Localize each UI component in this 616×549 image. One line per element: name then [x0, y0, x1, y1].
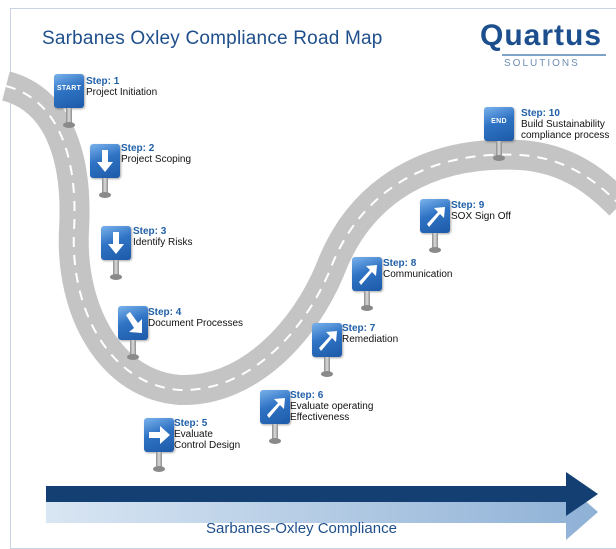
step-8: Step: 8 Communication — [383, 258, 452, 280]
arrow-up-right-icon — [260, 390, 290, 450]
step-description: Communication — [383, 269, 453, 280]
step-number: Step: 8 — [383, 258, 417, 269]
step-description: Project Initiation — [86, 87, 158, 98]
step-4: Step: 4 Document Processes — [148, 307, 243, 329]
step-number: Step: 1 — [86, 76, 120, 87]
step-number: Step: 10 — [521, 108, 560, 119]
step-number: Step: 2 — [121, 143, 155, 154]
step-description: Identify Risks — [133, 237, 193, 248]
step-description: Build Sustainability compliance process — [521, 119, 610, 141]
arrow-up-right-icon — [352, 257, 382, 317]
progress-arrow-dark — [46, 472, 598, 516]
step-1: Step: 1 Project Initiation — [86, 76, 157, 98]
arrow-right-icon — [144, 418, 174, 478]
logo-underline — [502, 54, 606, 56]
road-center-line — [5, 85, 616, 392]
start-sign-label: START — [56, 85, 82, 92]
step-description: Document Processes — [148, 318, 244, 329]
step-7: Step: 7 Remediation — [342, 323, 398, 345]
arrow-down-icon — [101, 226, 131, 286]
logo-wordmark: Quartus — [480, 19, 603, 52]
progress-arrow-light — [46, 484, 598, 540]
step-number: Step: 5 — [174, 418, 208, 429]
step-2: Step: 2 Project Scoping — [121, 143, 191, 165]
step-description: Project Scoping — [121, 154, 192, 165]
step-number: Step: 9 — [451, 200, 485, 211]
step-10: Step: 10 Build Sustainability compliance… — [521, 108, 609, 141]
footer-label: Sarbanes-Oxley Compliance — [206, 520, 397, 537]
quartus-logo: Quartus SOLUTIONS — [476, 20, 616, 72]
step-10-end-sign: END — [484, 107, 514, 167]
step-9: Step: 9 SOX Sign Off — [451, 200, 511, 222]
logo-subtitle: SOLUTIONS — [504, 58, 580, 69]
step-5: Step: 5 Evaluate Control Design — [174, 418, 240, 451]
step-description: Evaluate operating Effectiveness — [290, 401, 374, 423]
step-6: Step: 6 Evaluate operating Effectiveness — [290, 390, 373, 423]
step-number: Step: 3 — [133, 226, 167, 237]
page-title: Sarbanes Oxley Compliance Road Map — [42, 28, 383, 49]
step-description: Evaluate Control Design — [174, 429, 241, 451]
step-number: Step: 4 — [148, 307, 182, 318]
step-1-start-sign: START — [54, 74, 84, 134]
arrow-up-right-icon — [420, 199, 450, 259]
arrow-down-right-icon — [118, 306, 148, 366]
step-number: Step: 7 — [342, 323, 376, 334]
end-sign-label: END — [491, 118, 507, 125]
step-description: Remediation — [342, 334, 399, 345]
step-3: Step: 3 Identify Risks — [133, 226, 192, 248]
arrow-up-right-icon — [312, 323, 342, 383]
step-number: Step: 6 — [290, 390, 324, 401]
step-description: SOX Sign Off — [451, 211, 511, 222]
arrow-down-icon — [90, 144, 120, 204]
